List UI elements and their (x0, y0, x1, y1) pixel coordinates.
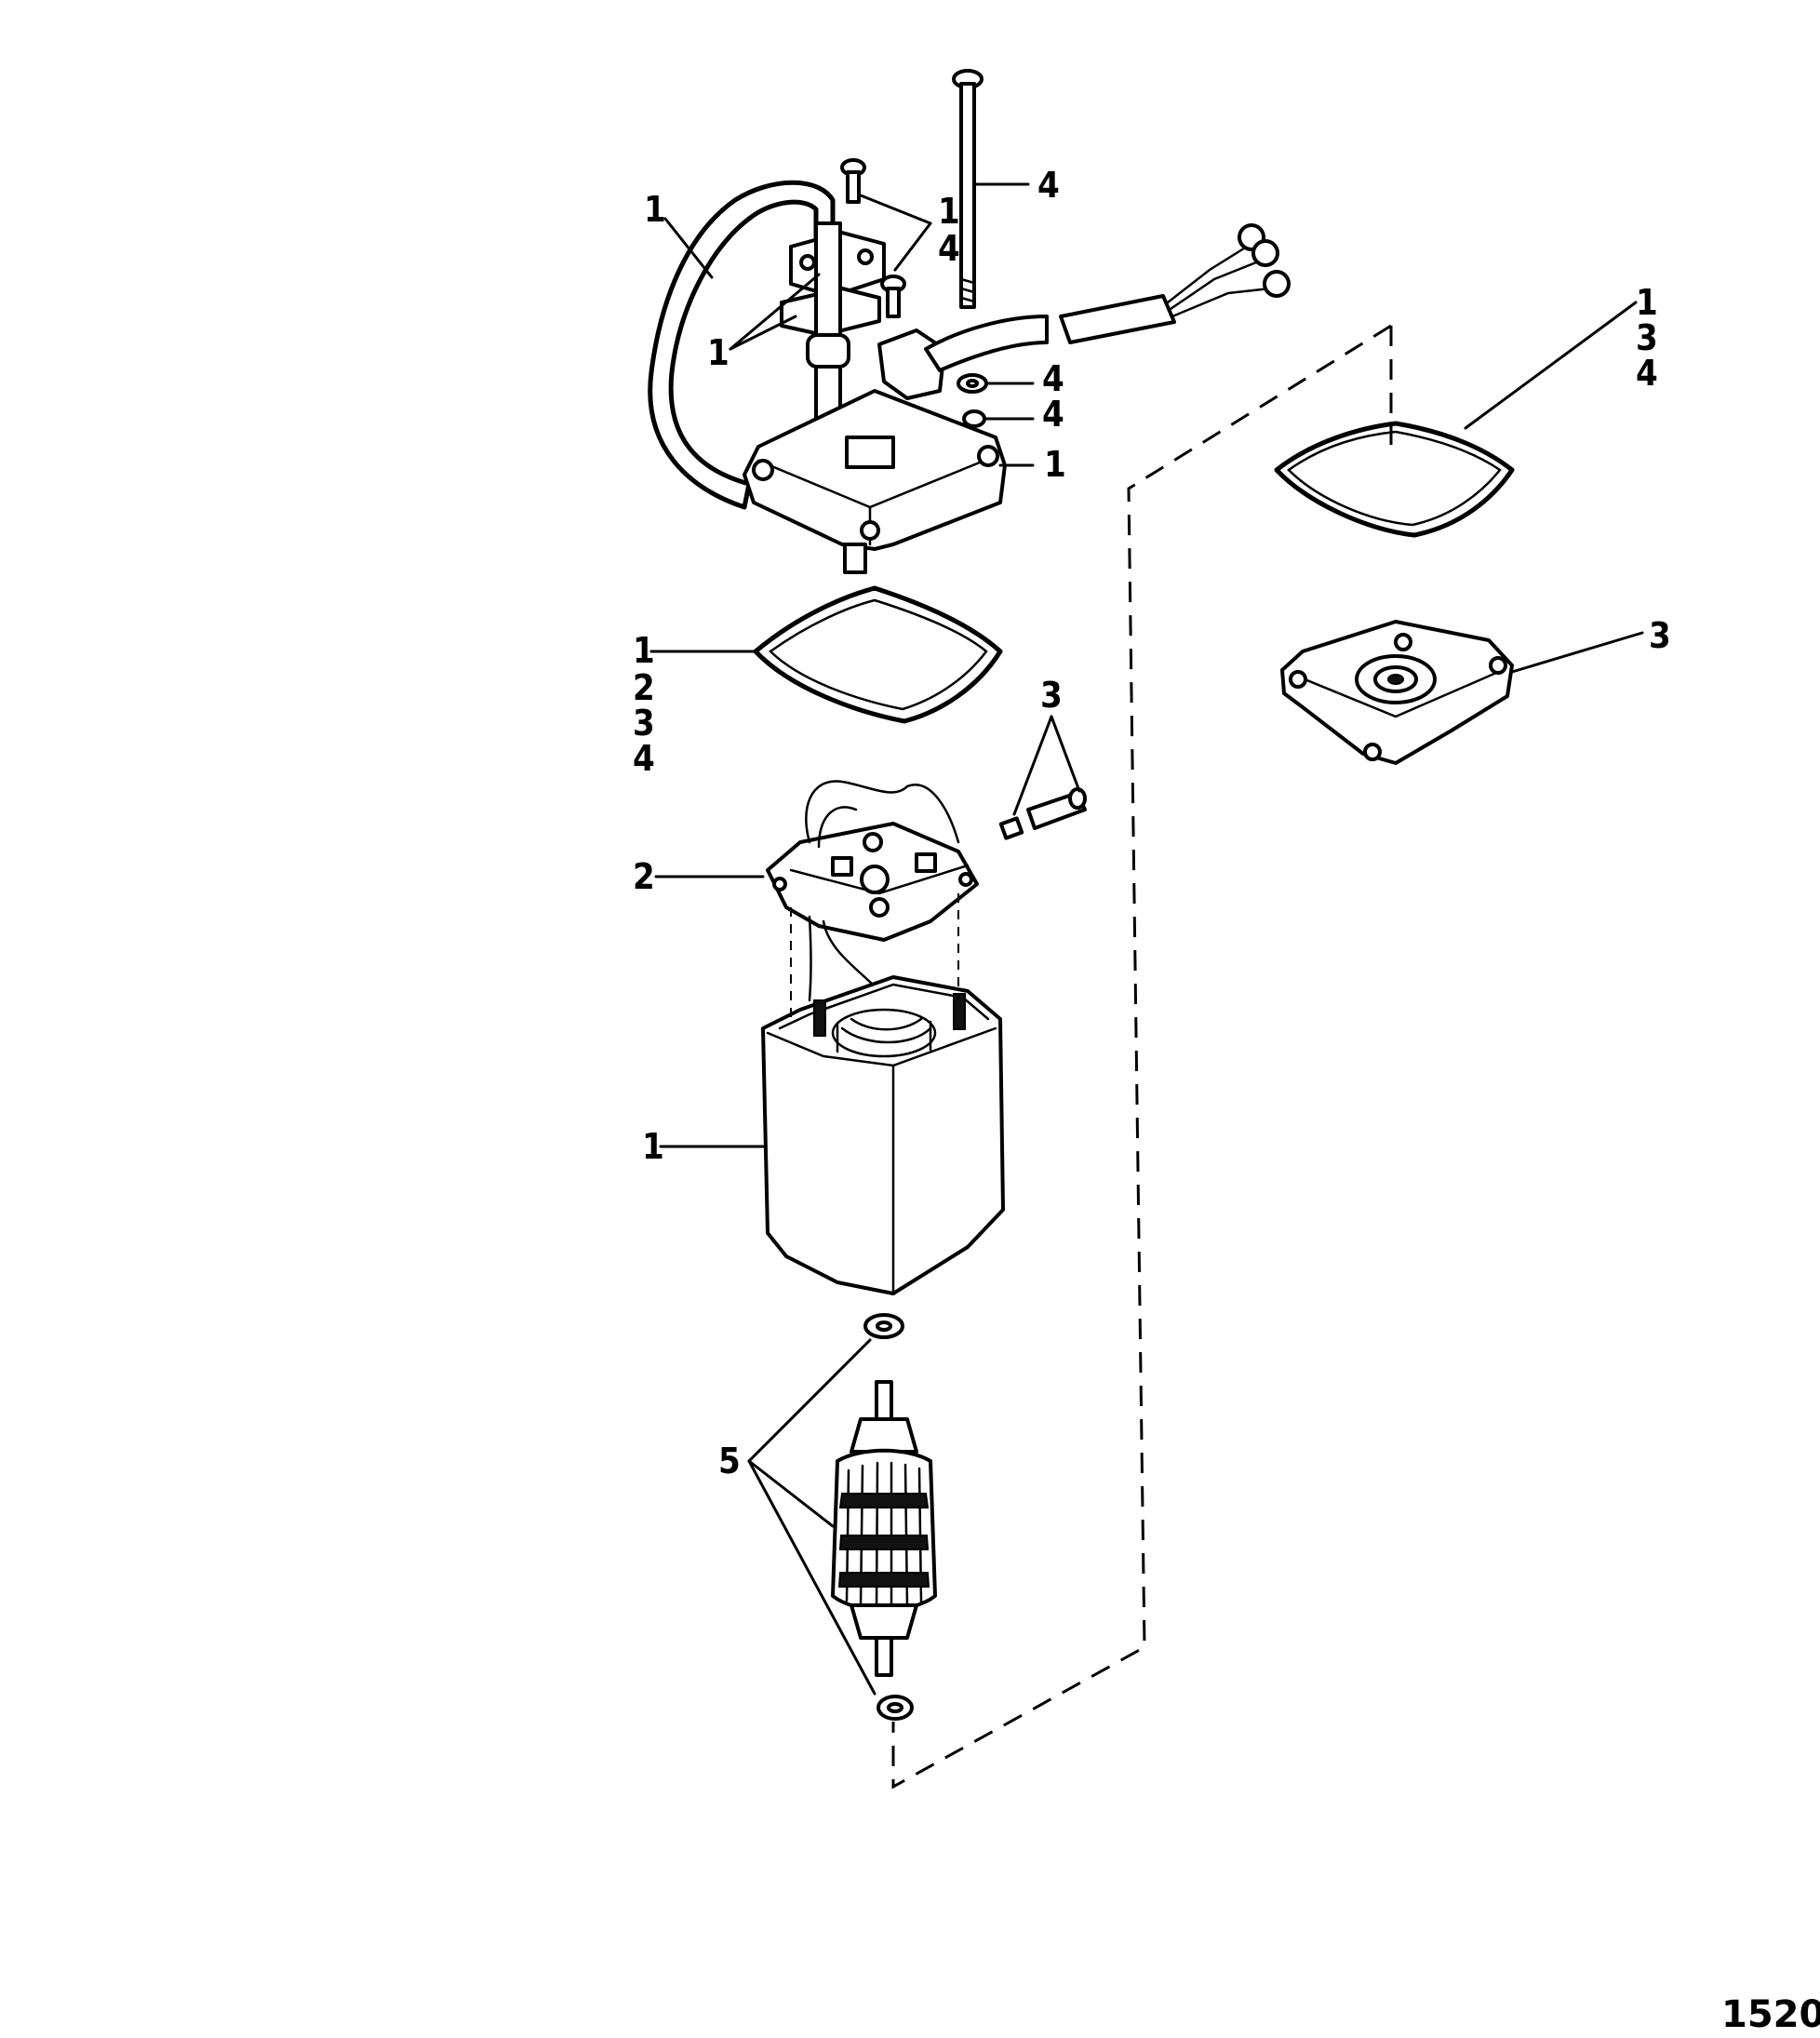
leader-lines (649, 182, 1644, 1696)
hose (648, 180, 836, 510)
callout-bracket-a: 1 (938, 191, 960, 232)
callout-plate: 1 (707, 332, 729, 373)
callout-gasket-3: 3 (633, 703, 655, 744)
callout-right-gasket-3: 3 (1636, 317, 1658, 358)
screw-1 (840, 158, 866, 204)
callout-labels: 1 1 4 1 4 4 4 1 1 2 3 4 3 2 1 5 1 3 4 3 (633, 165, 1671, 1482)
cable (924, 315, 1049, 372)
figure-number: 15205 (1721, 1993, 1820, 2036)
brushes (998, 787, 1087, 840)
callout-washer: 4 (1042, 358, 1064, 399)
callout-housing: 1 (642, 1126, 664, 1167)
callout-brushplate: 2 (633, 856, 655, 897)
alignment-path (891, 324, 1393, 1790)
nut (962, 409, 986, 428)
screw-2 (880, 275, 906, 318)
gasket-right (1274, 421, 1515, 538)
callout-right-endcap: 3 (1649, 615, 1671, 656)
right-end-cap (1280, 620, 1514, 765)
callout-right-gasket-4: 4 (1636, 353, 1658, 394)
callout-right-gasket-1: 1 (1636, 282, 1658, 323)
callout-armature: 5 (718, 1441, 741, 1482)
motor-housing (761, 893, 1005, 1295)
brush-plate (766, 780, 979, 1026)
end-cap-body (743, 389, 1007, 551)
callout-nut: 4 (1042, 394, 1064, 435)
callout-bracket-b: 4 (938, 228, 960, 269)
terminal-3 (1263, 270, 1291, 298)
callout-endcap: 1 (1044, 444, 1066, 485)
gasket-left (753, 585, 1003, 724)
terminal-2 (1251, 239, 1279, 267)
tube (814, 221, 842, 430)
callout-gasket-4: 4 (633, 738, 655, 779)
long-rod (952, 69, 984, 309)
callout-rod: 4 (1037, 165, 1060, 206)
housing-body (761, 975, 1005, 1295)
callout-brush: 3 (1040, 675, 1063, 716)
callout-gasket-2: 2 (633, 667, 655, 708)
callout-hose: 1 (644, 189, 666, 230)
top-end-cap-assembly (648, 69, 1291, 574)
callout-gasket-1: 1 (633, 630, 655, 671)
armature (831, 1313, 937, 1721)
